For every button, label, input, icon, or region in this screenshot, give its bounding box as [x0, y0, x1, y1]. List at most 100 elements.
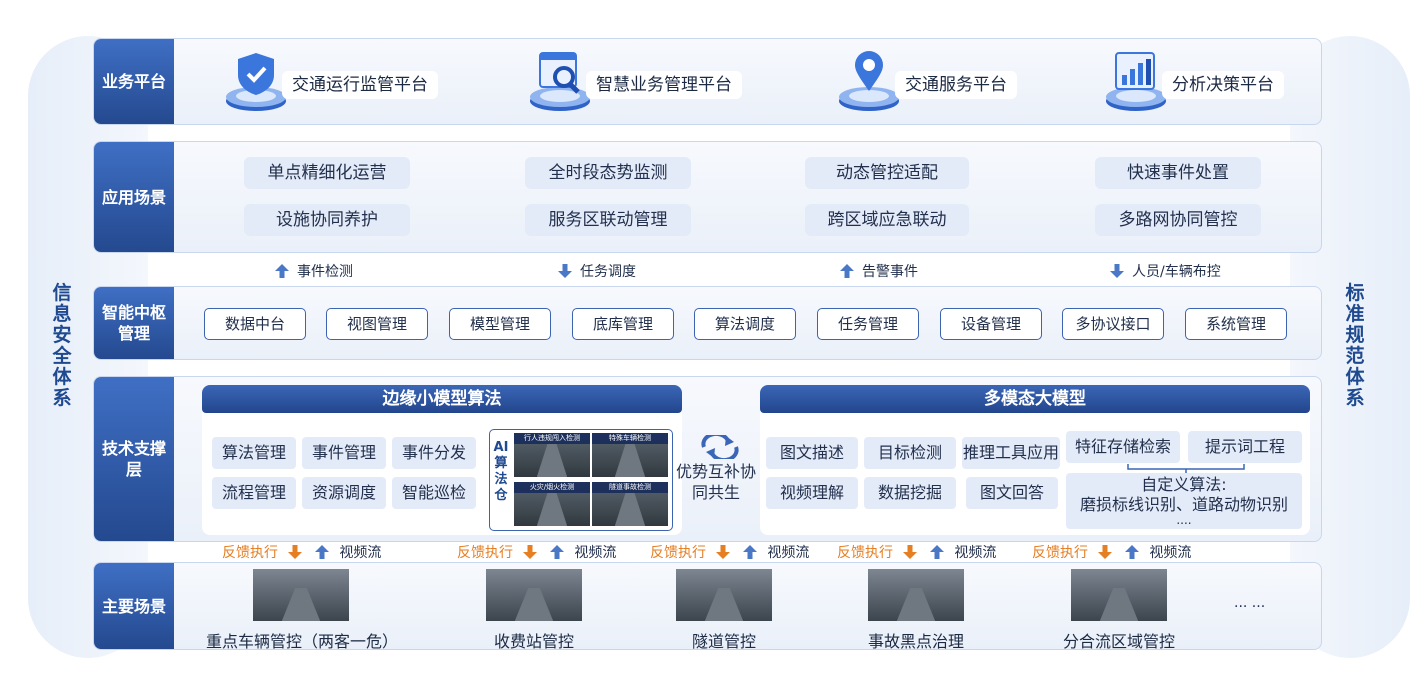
- bar-chart-icon: [1106, 52, 1166, 111]
- scene-key-vehicle[interactable]: 重点车辆管控（两客一危）: [206, 569, 398, 649]
- hub-algorithm-scheduling[interactable]: 算法调度: [694, 308, 796, 340]
- mm-btn-feature-retrieval[interactable]: 特征存储检索: [1066, 431, 1180, 463]
- main-scenes-row: 主要场景 重点车辆管控（两客一危） 收费站管控 隧道管控 事故黑点治理 分合流区…: [93, 562, 1322, 650]
- platform-name: 交通服务平台: [895, 71, 1017, 99]
- app-item[interactable]: 设施协同养护: [244, 204, 410, 236]
- app-item[interactable]: 动态管控适配: [805, 157, 969, 189]
- hub-multi-protocol-interface[interactable]: 多协议接口: [1062, 308, 1164, 340]
- flow-task-dispatch: 任务调度: [558, 261, 636, 281]
- edge-btn-smart-inspection[interactable]: 智能巡检: [392, 477, 476, 509]
- flow-alarm-event: 告警事件: [840, 261, 918, 281]
- scene-tunnel[interactable]: 隧道管控: [674, 569, 774, 649]
- app-item[interactable]: 多路网协同管控: [1095, 204, 1261, 236]
- arrow-up-icon: [742, 545, 757, 559]
- scene-accident-blackspot[interactable]: 事故黑点治理: [856, 569, 976, 649]
- security-system-label: 信息安全体系: [52, 282, 72, 409]
- app-item[interactable]: 全时段态势监测: [525, 157, 691, 189]
- feedback-group-4: 反馈执行 视频流: [837, 545, 997, 561]
- arrow-down-icon: [716, 545, 731, 559]
- arrow-down-icon: [1110, 264, 1124, 278]
- feedback-group-5: 反馈执行 视频流: [1032, 545, 1192, 561]
- edge-btn-event-mgmt[interactable]: 事件管理: [302, 437, 386, 469]
- scenes-more: ... ...: [1234, 595, 1266, 611]
- app-item[interactable]: 快速事件处置: [1095, 157, 1261, 189]
- synergy-label: 优势互补协同共生: [676, 462, 757, 502]
- arrow-down-icon: [903, 545, 918, 559]
- arrow-down-icon: [523, 545, 538, 559]
- application-scenario-row: 应用场景 单点精细化运营 全时段态势监测 动态管控适配 快速事件处置 设施协同养…: [93, 141, 1322, 253]
- hub-model-management[interactable]: 模型管理: [449, 308, 551, 340]
- arrow-up-icon: [1124, 545, 1139, 559]
- edge-btn-algorithm-mgmt[interactable]: 算法管理: [212, 437, 296, 469]
- hub-library-management[interactable]: 底库管理: [572, 308, 674, 340]
- search-document-icon: [530, 52, 590, 111]
- ai-algorithm-warehouse: AI算法仓 行人违规闯入检测 特殊车辆检测 火灾/烟火检测 隧道事故检测: [489, 429, 673, 531]
- arrow-down-icon: [558, 264, 572, 278]
- edge-btn-resource-scheduling[interactable]: 资源调度: [302, 477, 386, 509]
- arrow-down-icon: [288, 545, 303, 559]
- standard-system-label: 标准规范体系: [1345, 282, 1365, 409]
- hub-data-platform[interactable]: 数据中台: [204, 308, 306, 340]
- edge-model-panel: 边缘小模型算法 算法管理 事件管理 事件分发 流程管理 资源调度 智能巡检 AI…: [202, 385, 682, 535]
- platform-name: 智慧业务管理平台: [586, 71, 742, 99]
- multimodal-model-title: 多模态大模型: [760, 385, 1310, 413]
- scene-toll-station[interactable]: 收费站管控: [474, 569, 594, 649]
- feedback-group-2: 反馈执行 视频流: [457, 545, 617, 561]
- hub-task-management[interactable]: 任务管理: [817, 308, 919, 340]
- row-label-application: 应用场景: [94, 142, 174, 252]
- business-platform-row: 业务平台 交通运行监管平台 智慧业务管理平台 交通服务平台: [93, 38, 1322, 125]
- map-pin-icon: [839, 51, 899, 111]
- edge-btn-event-dispatch[interactable]: 事件分发: [392, 437, 476, 469]
- feedback-group-1: 反馈执行 视频流: [222, 545, 382, 561]
- thumb-tunnel-accident[interactable]: 隧道事故检测: [592, 482, 668, 526]
- edge-model-title: 边缘小模型算法: [202, 385, 682, 413]
- scene-photo: [486, 569, 582, 621]
- arrow-up-icon: [275, 264, 289, 278]
- thumb-fire-smoke[interactable]: 火灾/烟火检测: [514, 482, 590, 526]
- intelligent-hub-row: 智能中枢管理 数据中台 视图管理 模型管理 底库管理 算法调度 任务管理 设备管…: [93, 286, 1322, 360]
- hub-view-management[interactable]: 视图管理: [326, 308, 428, 340]
- arrow-up-icon: [840, 264, 854, 278]
- hub-system-management[interactable]: 系统管理: [1185, 308, 1287, 340]
- mm-btn-object-detection[interactable]: 目标检测: [864, 437, 956, 469]
- scene-merge-diverge[interactable]: 分合流区域管控: [1050, 569, 1188, 649]
- shield-check-icon: [226, 53, 286, 111]
- app-item[interactable]: 服务区联动管理: [525, 204, 691, 236]
- scene-photo: [253, 569, 349, 621]
- row-label-scenes: 主要场景: [94, 563, 174, 649]
- app-item[interactable]: 跨区域应急联动: [805, 204, 969, 236]
- mm-btn-image-caption[interactable]: 图文描述: [766, 437, 858, 469]
- thumb-special-vehicle[interactable]: 特殊车辆检测: [592, 433, 668, 477]
- tech-support-row: 技术支撑层 边缘小模型算法 算法管理 事件管理 事件分发 流程管理 资源调度 智…: [93, 376, 1322, 542]
- custom-algorithm-body: 磨损标线识别、道路动物识别: [1079, 495, 1288, 514]
- custom-algorithm-more: ....: [1176, 513, 1192, 527]
- custom-algorithm-title: 自定义算法:: [1141, 475, 1227, 494]
- mm-btn-data-mining[interactable]: 数据挖掘: [864, 477, 956, 509]
- ai-warehouse-title: AI算法仓: [493, 440, 509, 503]
- platform-name: 交通运行监管平台: [282, 71, 438, 99]
- app-item[interactable]: 单点精细化运营: [244, 157, 410, 189]
- arrow-down-icon: [1098, 545, 1113, 559]
- thumb-pedestrian-intrusion[interactable]: 行人违规闯入检测: [514, 433, 590, 477]
- custom-algorithm-box: 自定义算法: 磨损标线识别、道路动物识别 ....: [1066, 473, 1302, 529]
- mm-btn-image-qa[interactable]: 图文回答: [966, 477, 1058, 509]
- arrow-up-icon: [929, 545, 944, 559]
- scene-photo: [676, 569, 772, 621]
- mm-btn-prompt-engineering[interactable]: 提示词工程: [1188, 431, 1302, 463]
- flow-event-detection: 事件检测: [275, 261, 353, 281]
- scene-photo: [868, 569, 964, 621]
- flow-person-vehicle-control: 人员/车辆布控: [1110, 261, 1221, 281]
- edge-btn-flow-mgmt[interactable]: 流程管理: [212, 477, 296, 509]
- mm-btn-reasoning-tools[interactable]: 推理工具应用: [962, 437, 1060, 469]
- row-label-business: 业务平台: [94, 39, 174, 124]
- multimodal-model-panel: 多模态大模型 图文描述 目标检测 推理工具应用 视频理解 数据挖掘 图文回答 特…: [760, 385, 1310, 535]
- mm-btn-video-understanding[interactable]: 视频理解: [766, 477, 858, 509]
- platform-name: 分析决策平台: [1162, 71, 1284, 99]
- arrow-up-icon: [314, 545, 329, 559]
- hub-device-management[interactable]: 设备管理: [940, 308, 1042, 340]
- scene-photo: [1071, 569, 1167, 621]
- row-label-tech: 技术支撑层: [94, 377, 174, 541]
- arrow-up-icon: [549, 545, 564, 559]
- row-label-hub: 智能中枢管理: [94, 287, 174, 359]
